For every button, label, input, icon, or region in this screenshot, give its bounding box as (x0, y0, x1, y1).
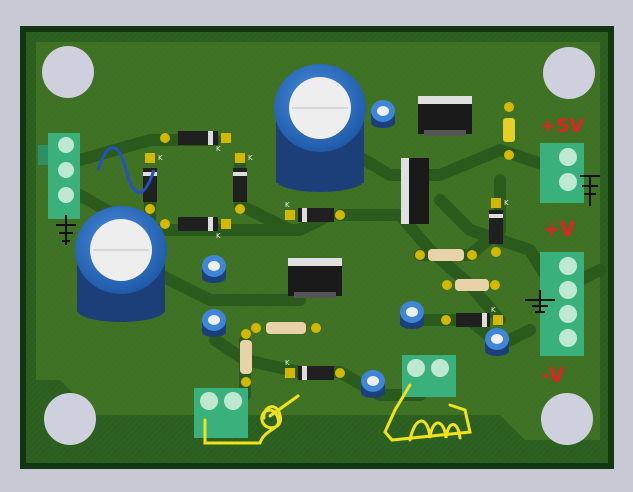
resistors (240, 102, 515, 387)
label-plus5v: +5V (540, 115, 584, 137)
diode-k-mark: K (285, 201, 290, 209)
regulator-middle (288, 258, 342, 298)
label-plusv: +V (543, 217, 576, 241)
capacitor-large-top (274, 64, 366, 192)
capacitor-small (202, 100, 509, 398)
terminal-block-ac-input (38, 133, 80, 219)
capacitor-large-left (75, 206, 167, 322)
hand-drawn-coil-right (383, 383, 472, 442)
hand-drawn-coil-left (203, 394, 300, 445)
diode-k-mark: K (504, 199, 509, 207)
ground-symbol (525, 290, 555, 313)
mounting-hole-top-right (543, 47, 595, 99)
terminal-block-dual-rail (540, 252, 584, 356)
ground-symbol (56, 215, 76, 245)
diode-k-mark: K (158, 154, 163, 162)
regulator-vertical (401, 158, 429, 224)
diode-k-mark: K (216, 145, 221, 153)
mounting-hole-bottom-left (44, 393, 96, 445)
diode-k-mark: K (491, 306, 496, 314)
diode-k-mark: K (248, 154, 253, 162)
mounting-hole-bottom-right (541, 393, 593, 445)
diodes (143, 131, 503, 380)
diode-k-mark: K (216, 232, 221, 240)
ground-symbol (580, 175, 600, 206)
ac-sine-icon (96, 146, 156, 194)
terminal-block-bottom-center (402, 355, 456, 397)
mounting-hole-top-left (42, 46, 94, 98)
diode-k-mark: K (285, 359, 290, 367)
terminal-block-bottom-left (194, 388, 248, 438)
regulator-top (418, 96, 472, 136)
label-minusv: -V (542, 363, 565, 387)
terminal-block-5v (540, 143, 584, 203)
